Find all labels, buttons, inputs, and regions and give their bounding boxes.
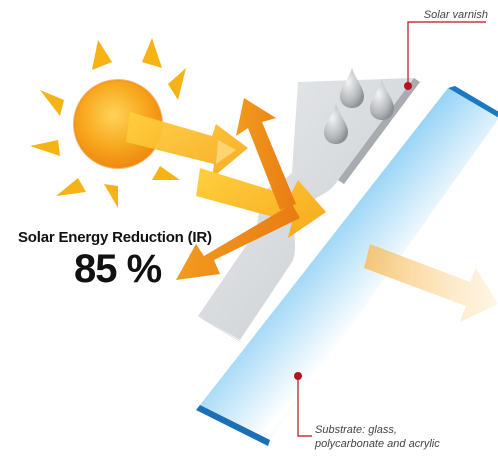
substrate-label: Substrate: glass, polycarbonate and acry… (315, 423, 440, 451)
energy-reduction-value: 85 % (74, 247, 162, 291)
energy-reduction-heading: Solar Energy Reduction (IR) (18, 229, 212, 246)
substrate-label-line1: Substrate: glass, (315, 424, 397, 436)
pointer-dot-icon (404, 82, 412, 90)
sun-icon (30, 38, 186, 208)
water-drop-icon (324, 104, 348, 144)
reflect-up-arrow (236, 98, 296, 210)
varnish-label: Solar varnish (423, 9, 488, 21)
substrate-label-line2: polycarbonate and acrylic (315, 438, 440, 450)
reflect-down-arrow (176, 204, 300, 280)
pointer-dot-icon (294, 372, 302, 380)
incoming-ray-arrow (126, 112, 248, 178)
glass-substrate (196, 86, 498, 446)
water-drop-icon (340, 68, 364, 108)
varnish-leader (404, 21, 486, 90)
substrate-leader (294, 372, 312, 437)
water-drop-icon (370, 80, 394, 120)
transmitted-arrow (364, 244, 498, 322)
varnish-layer (198, 78, 420, 344)
water-drops (324, 68, 394, 144)
